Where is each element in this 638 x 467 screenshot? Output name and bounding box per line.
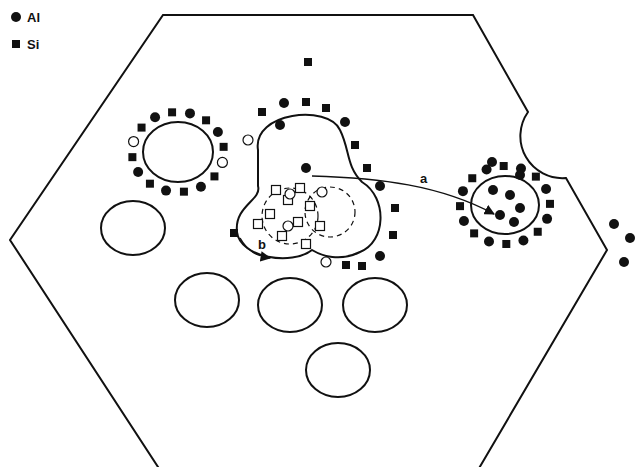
si-square (389, 231, 397, 239)
al-dot (619, 257, 629, 267)
si-square (534, 228, 542, 236)
vesicle (258, 278, 322, 332)
si-square (230, 229, 238, 237)
al-dot (625, 233, 635, 243)
al-dot (301, 163, 311, 173)
si-square (168, 108, 176, 116)
si-square (363, 164, 371, 172)
open-square (294, 218, 303, 227)
al-dot (495, 210, 505, 220)
si-square (470, 229, 478, 237)
al-dot (542, 214, 552, 224)
legend-entry: Al (27, 11, 40, 24)
open-dot (321, 257, 331, 267)
dashed-vesicle (305, 187, 355, 237)
vesicle (175, 273, 239, 327)
al-dot (279, 98, 289, 108)
fusing-vesicle (237, 115, 381, 258)
al-dot (11, 12, 21, 22)
al-dot (150, 112, 160, 122)
al-dot (515, 203, 525, 213)
open-dot (317, 187, 327, 197)
vesicle (306, 343, 370, 397)
si-square (258, 108, 266, 116)
si-square (358, 262, 366, 270)
si-square (391, 204, 399, 212)
open-square (272, 186, 281, 195)
legend-text: Si (27, 37, 39, 52)
al-dot (458, 186, 468, 196)
dashed-vesicle (262, 188, 318, 244)
si-square (500, 162, 508, 170)
si-square (322, 104, 330, 112)
si-square (502, 240, 510, 248)
open-dot (285, 189, 295, 199)
si-square (180, 188, 188, 196)
open-square (254, 220, 263, 229)
al-dot (541, 184, 551, 194)
al-dot (459, 216, 469, 226)
al-dot (340, 117, 350, 127)
al-dot (484, 236, 494, 246)
al-dot (185, 108, 195, 118)
al-dot (515, 170, 525, 180)
open-square (296, 184, 305, 193)
vesicle (471, 176, 539, 234)
al-dot (375, 181, 385, 191)
transfer-arrow (312, 176, 494, 214)
si-square (532, 173, 540, 181)
al-dot (213, 127, 223, 137)
si-square (546, 200, 554, 208)
al-dot (487, 157, 497, 167)
legend-entry: Si (27, 38, 39, 51)
cell-outline (10, 15, 607, 467)
al-dot (196, 182, 206, 192)
open-dot (129, 137, 139, 147)
al-dot (609, 219, 619, 229)
si-square (302, 98, 310, 106)
arrow-label: b (256, 238, 268, 251)
legend-text: Al (27, 10, 40, 25)
si-square (304, 58, 312, 66)
open-dot (243, 135, 253, 145)
si-square (128, 153, 136, 161)
al-dot (161, 186, 171, 196)
si-square (468, 174, 476, 182)
al-dot (518, 236, 528, 246)
si-square (342, 261, 350, 269)
al-dot (505, 190, 515, 200)
open-square (316, 222, 325, 231)
vesicle (143, 122, 213, 182)
open-dot (283, 221, 293, 231)
si-square (351, 141, 359, 149)
si-square (210, 172, 218, 180)
open-square (302, 240, 311, 249)
si-square (202, 116, 210, 124)
vesicle (101, 201, 165, 255)
vesicle (343, 278, 407, 332)
si-square (138, 124, 146, 132)
arrow-label: a (418, 172, 429, 185)
si-square (146, 180, 154, 188)
al-dot (375, 251, 385, 261)
open-square (266, 210, 275, 219)
al-dot (133, 167, 143, 177)
al-dot (509, 217, 519, 227)
open-square (278, 232, 287, 241)
transfer-arrow (240, 238, 270, 258)
si-square (12, 40, 20, 48)
al-dot (275, 120, 285, 130)
open-square (306, 202, 315, 211)
open-dot (217, 157, 227, 167)
al-dot (488, 185, 498, 195)
si-square (220, 143, 228, 151)
si-square (456, 202, 464, 210)
